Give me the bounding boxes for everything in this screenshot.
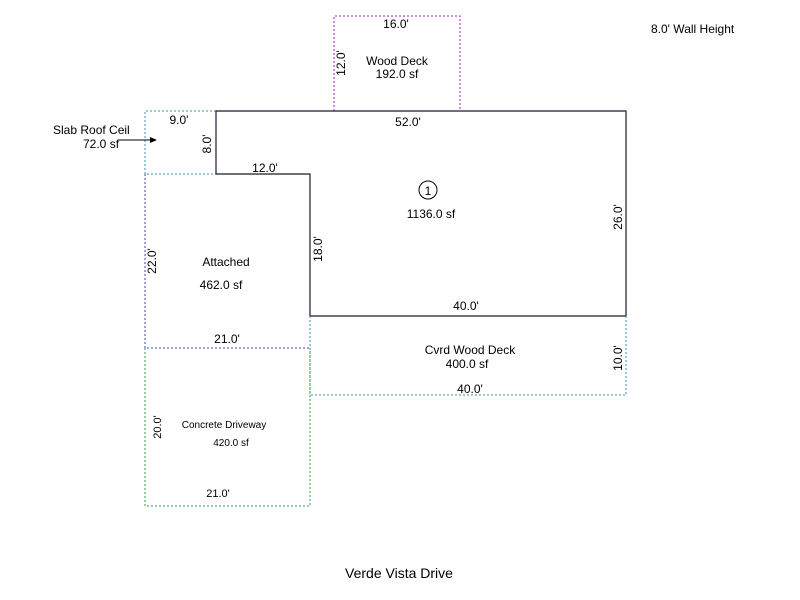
street-name-label: Verde Vista Drive <box>345 565 453 581</box>
driveway-area-value: 420.0 sf <box>213 438 249 449</box>
slab-roof-pointer-arrowhead <box>150 137 157 143</box>
wood-deck-name: Wood Deck <box>366 54 429 68</box>
cvrd-wood-deck-area-value: 400.0 sf <box>446 357 489 371</box>
wood-deck-area: 16.0' 12.0' Wood Deck 192.0 sf <box>333 15 461 111</box>
attached-name: Attached <box>202 255 249 269</box>
cvrd-wood-deck-outline <box>309 316 627 396</box>
main-inner-top-dim: 12.0' <box>252 161 278 175</box>
attached-bottom-dim: 21.0' <box>214 332 240 346</box>
cvrd-wood-deck-area: Cvrd Wood Deck 400.0 sf 10.0' 40.0' <box>309 316 627 396</box>
slab-roof-width: 9.0' <box>170 113 189 127</box>
cvrd-wood-deck-side-dim: 10.0' <box>611 345 625 371</box>
wood-deck-depth: 12.0' <box>334 50 348 76</box>
slab-roof-name: Slab Roof Ceil <box>53 123 130 137</box>
main-right-dim: 26.0' <box>611 204 625 230</box>
driveway-area: Concrete Driveway 420.0 sf 20.0' 21.0' <box>144 348 311 507</box>
wood-deck-width: 16.0' <box>383 17 409 31</box>
area-number-circle <box>418 180 438 200</box>
slab-roof-outline <box>144 110 216 175</box>
main-top-dim: 52.0' <box>395 115 421 129</box>
attached-side-dim: 22.0' <box>145 248 159 274</box>
driveway-outline <box>144 348 311 507</box>
driveway-bottom-dim: 21.0' <box>206 488 230 500</box>
attached-area: 22.0' Attached 462.0 sf 21.0' <box>144 174 310 349</box>
driveway-name: Concrete Driveway <box>182 420 266 431</box>
driveway-side-dim: 20.0' <box>152 415 164 439</box>
slab-roof-area-value: 72.0 sf <box>83 137 120 151</box>
main-area-value: 1136.0 sf <box>407 207 456 221</box>
wall-height-label: 8.0' Wall Height <box>651 22 735 36</box>
cvrd-wood-deck-name: Cvrd Wood Deck <box>425 343 516 357</box>
main-area-number: 1 <box>425 184 432 198</box>
main-inner-left-dim: 18.0' <box>311 236 325 262</box>
wood-deck-outline <box>333 15 461 111</box>
cvrd-wood-deck-bottom-dim: 40.0' <box>457 382 483 396</box>
slab-roof-area: 9.0' 8.0' Slab Roof Ceil 72.0 sf <box>53 110 216 175</box>
main-notch-left-dim: 8.0' <box>200 135 214 154</box>
main-living-area: 52.0' 12.0' 18.0' 26.0' 40.0' 1 1136.0 s… <box>215 110 627 317</box>
wood-deck-area-value: 192.0 sf <box>376 67 419 81</box>
attached-area-value: 462.0 sf <box>200 278 243 292</box>
main-bottom-dim: 40.0' <box>453 299 479 313</box>
